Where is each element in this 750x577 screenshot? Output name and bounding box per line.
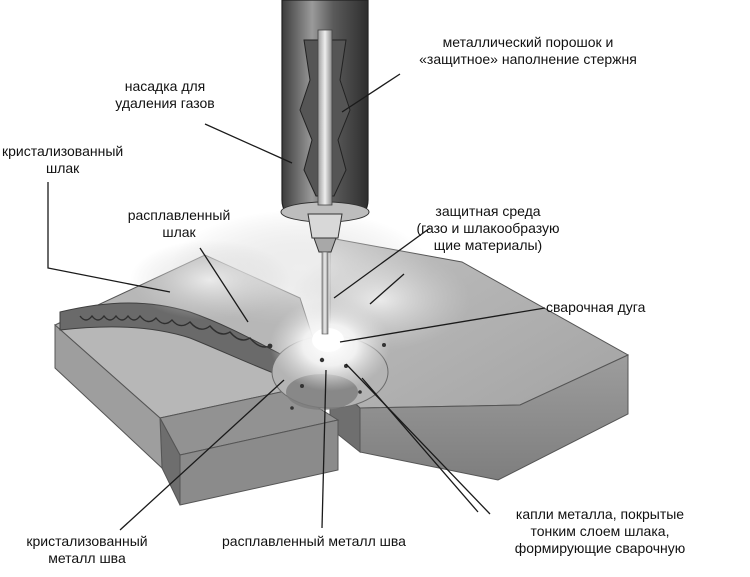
leader-flux-core	[341, 73, 401, 113]
left-plate-side	[54, 323, 163, 470]
label-molten-slag-line-1: расплавленный	[127, 207, 231, 223]
leader-shielding	[333, 227, 431, 299]
label-metal-droplets-line-1: капли металла, покрытые	[515, 506, 685, 522]
label-flux-core-line-1: металлический порошок и	[442, 34, 614, 50]
droplet	[300, 384, 304, 388]
label-molten-slag: расплавленный шлак	[108, 207, 250, 241]
label-crystallized-slag: кристализованный шлак	[2, 143, 162, 177]
label-molten-weld-metal-line-1: расплавленный металл шва	[222, 533, 406, 549]
leader-crystallized-metal	[119, 379, 285, 531]
droplet	[290, 406, 294, 410]
label-crystallized-slag-line-2: шлак	[46, 160, 80, 176]
label-flux-core-line-2: «защитное» наполнение стержня	[419, 51, 637, 67]
label-crystallized-slag-line-1: кристализованный	[2, 143, 124, 159]
label-crystallized-metal: кристализованный металл шва	[4, 533, 170, 567]
droplet	[382, 343, 386, 347]
label-shielding-line-1: защитная среда	[435, 203, 541, 219]
contact-tube	[317, 29, 333, 206]
leader-welding-arc	[339, 307, 546, 343]
label-welding-arc: сварочная дуга	[546, 299, 696, 316]
leader-droplets-2	[345, 363, 491, 515]
leader-shielding-2	[369, 273, 405, 305]
label-crystallized-metal-line-2: металл шва	[48, 550, 126, 566]
label-molten-weld-metal: расплавленный металл шва	[222, 533, 452, 550]
leader-gas-nozzle	[204, 123, 293, 164]
smoke-cloud-2	[130, 240, 290, 320]
label-gas-nozzle-line-1: насадка для	[124, 78, 206, 94]
label-metal-droplets-line-3: формирующие сварочную	[514, 540, 686, 556]
droplet	[267, 343, 273, 349]
leader-crystallized-slag	[47, 182, 171, 293]
leader-molten-slag	[199, 247, 249, 323]
label-metal-droplets-line-2: тонким слоем шлака,	[530, 523, 670, 539]
arc-core	[312, 328, 344, 352]
label-crystallized-metal-line-1: кристализованный	[26, 533, 148, 549]
contact-tip	[307, 213, 343, 239]
electrode-wire	[321, 251, 329, 335]
label-metal-droplets: капли металла, покрытые тонким слоем шла…	[480, 506, 720, 557]
label-flux-core: металлический порошок и «защитное» напол…	[378, 34, 678, 68]
label-shielding: защитная среда (газо и шлакообразую щие …	[388, 203, 588, 254]
label-shielding-line-3: щие материалы)	[433, 237, 543, 253]
weld-bead-ripples	[79, 314, 271, 348]
left-plate-front-face	[179, 419, 339, 506]
droplet	[358, 390, 362, 394]
label-gas-nozzle-line-2: удаления газов	[115, 95, 215, 111]
label-gas-nozzle: насадка для удаления газов	[100, 78, 230, 112]
droplet	[319, 357, 325, 363]
label-welding-arc-line-1: сварочная дуга	[546, 299, 646, 315]
leader-molten-metal	[321, 369, 327, 529]
label-molten-slag-line-2: шлак	[162, 224, 196, 240]
leader-lines	[47, 73, 546, 531]
contact-tip-lower	[313, 237, 337, 253]
label-shielding-line-2: (газо и шлакообразую	[416, 220, 560, 236]
